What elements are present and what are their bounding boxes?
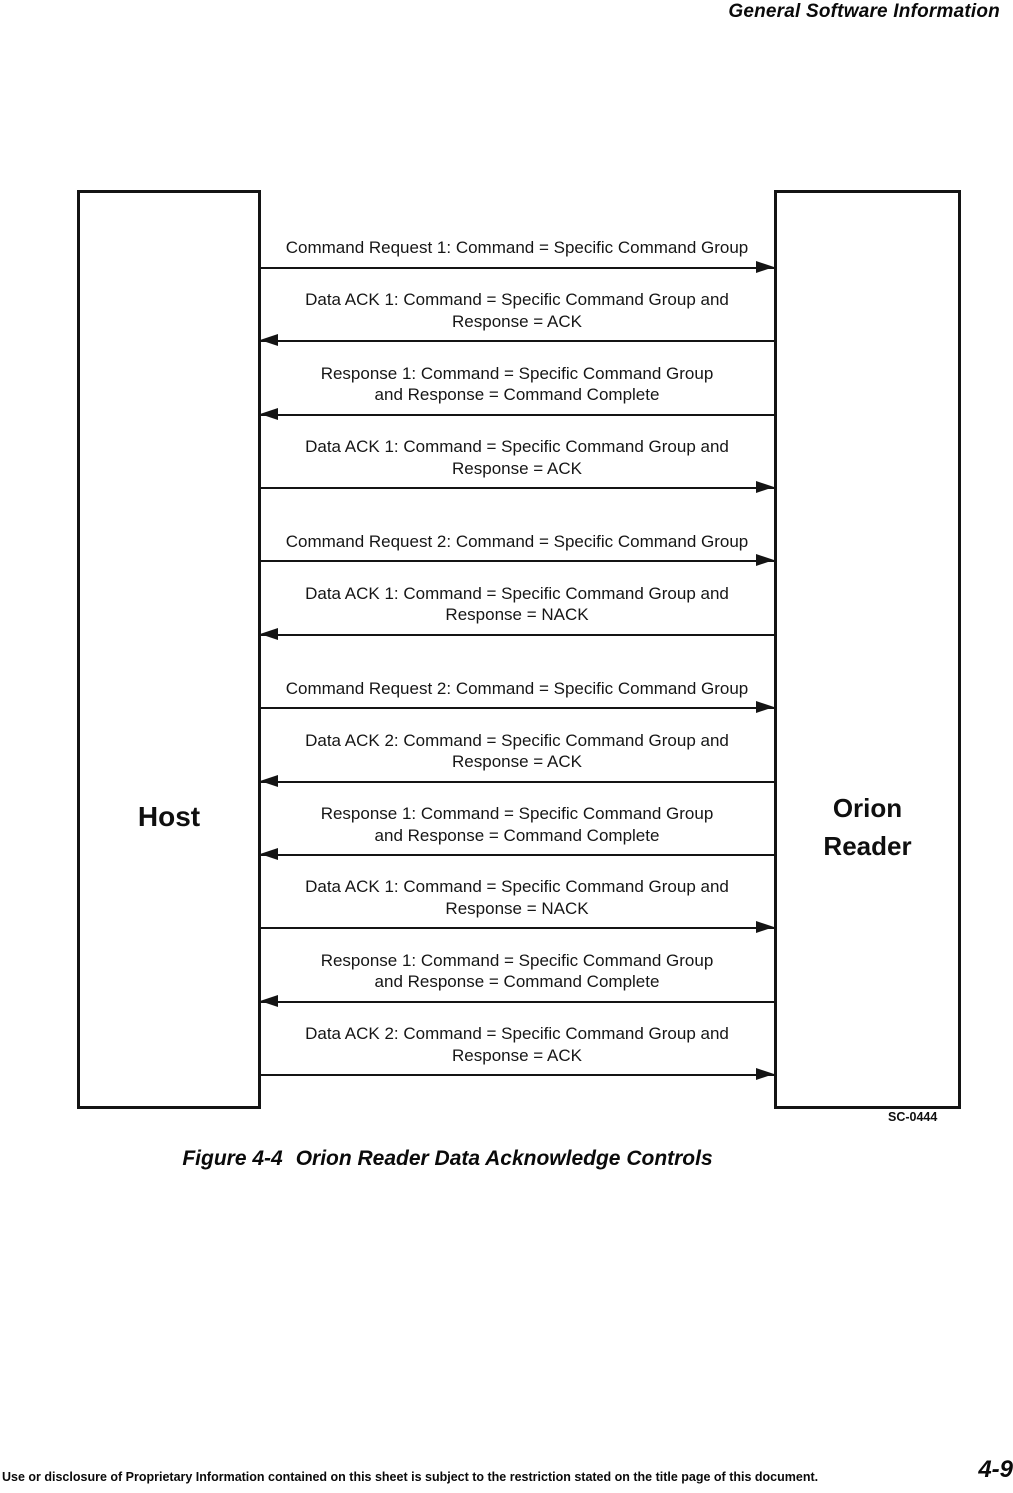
message-label: Data ACK 1: Command = Specific Command G…: [260, 876, 774, 919]
message-row: Data ACK 1: Command = Specific Command G…: [260, 269, 774, 347]
arrow-right-icon: [260, 1068, 774, 1081]
message-label-line: Data ACK 1: Command = Specific Command G…: [305, 290, 729, 310]
footer-page-number: 4-9: [978, 1456, 1013, 1483]
arrow-left-icon: [260, 774, 774, 787]
message-row: Command Request 2: Command = Specific Co…: [260, 636, 774, 714]
message-label-line: Response = ACK: [452, 311, 582, 331]
message-label: Command Request 2: Command = Specific Co…: [260, 531, 774, 553]
arrow-right-icon: [260, 260, 774, 273]
figure-caption-label: Figure 4-4: [182, 1147, 283, 1170]
message-label-line: Response 1: Command = Specific Command G…: [320, 363, 714, 383]
message-label-line: Response = NACK: [445, 898, 589, 918]
drawing-number: SC-0444: [888, 1110, 938, 1124]
message-row: Data ACK 1: Command = Specific Command G…: [260, 856, 774, 934]
message-label-line: Response 1: Command = Specific Command G…: [320, 804, 714, 824]
messages-column: Command Request 1: Command = Specific Co…: [260, 190, 774, 1081]
message-label: Data ACK 1: Command = Specific Command G…: [260, 289, 774, 332]
message-row: Response 1: Command = Specific Command G…: [260, 929, 774, 1007]
arrow-left-icon: [260, 407, 774, 420]
message-label-line: Data ACK 1: Command = Specific Command G…: [305, 877, 729, 897]
host-box-label: Host: [137, 801, 201, 832]
message-label: Data ACK 2: Command = Specific Command G…: [260, 730, 774, 773]
message-label-line: Response = ACK: [452, 458, 582, 478]
message-row: Response 1: Command = Specific Command G…: [260, 342, 774, 420]
message-label-line: Response = NACK: [445, 605, 589, 625]
message-label: Data ACK 1: Command = Specific Command G…: [260, 583, 774, 626]
message-label-line: and Response = Command Complete: [374, 385, 660, 405]
arrow-left-icon: [260, 334, 774, 347]
message-row: Data ACK 2: Command = Specific Command G…: [260, 1003, 774, 1081]
message-row: Data ACK 1: Command = Specific Command G…: [260, 562, 774, 640]
message-label: Command Request 1: Command = Specific Co…: [260, 237, 774, 259]
message-label-line: Response = ACK: [452, 752, 582, 772]
message-label: Command Request 2: Command = Specific Co…: [260, 678, 774, 700]
arrow-left-icon: [260, 627, 774, 640]
message-label: Data ACK 1: Command = Specific Command G…: [260, 436, 774, 479]
arrow-right-icon: [260, 554, 774, 567]
message-label-line: Data ACK 1: Command = Specific Command G…: [305, 437, 729, 457]
message-label-line: and Response = Command Complete: [374, 825, 660, 845]
message-row: Command Request 2: Command = Specific Co…: [260, 489, 774, 567]
figure-caption-title: Orion Reader Data Acknowledge Controls: [295, 1147, 713, 1170]
arrow-right-icon: [260, 701, 774, 714]
arrow-left-icon: [260, 848, 774, 861]
message-label-line: Response 1: Command = Specific Command G…: [320, 950, 714, 970]
arrow-right-icon: [260, 921, 774, 934]
message-label-line: Data ACK 1: Command = Specific Command G…: [305, 583, 729, 603]
message-row: Command Request 1: Command = Specific Co…: [260, 196, 774, 273]
message-label: Response 1: Command = Specific Command G…: [260, 950, 774, 993]
message-row: Data ACK 1: Command = Specific Command G…: [260, 416, 774, 494]
message-label-line: and Response = Command Complete: [374, 972, 660, 992]
arrow-left-icon: [260, 994, 774, 1007]
message-label-line: Command Request 2: Command = Specific Co…: [285, 531, 749, 551]
message-label-line: Response = ACK: [452, 1045, 582, 1065]
message-label-line: Command Request 1: Command = Specific Co…: [285, 238, 749, 258]
message-label: Data ACK 2: Command = Specific Command G…: [260, 1023, 774, 1066]
footer-proprietary-notice: Use or disclosure of Proprietary Informa…: [2, 1470, 819, 1484]
host-box: Host: [77, 190, 261, 1109]
figure-caption: Figure 4-4 Orion Reader Data Acknowledge …: [0, 1147, 895, 1171]
arrow-right-icon: [260, 481, 774, 494]
orion-reader-box-label: Orion Reader: [777, 789, 958, 865]
orion-reader-label-line1: Orion: [832, 793, 903, 823]
message-label-line: Command Request 2: Command = Specific Co…: [285, 678, 749, 698]
message-row: Data ACK 2: Command = Specific Command G…: [260, 709, 774, 787]
page-header-title: General Software Information: [728, 1, 1000, 22]
message-label-line: Data ACK 2: Command = Specific Command G…: [305, 730, 729, 750]
message-label-line: Data ACK 2: Command = Specific Command G…: [305, 1024, 729, 1044]
message-row: Response 1: Command = Specific Command G…: [260, 783, 774, 861]
orion-reader-box: Orion Reader: [774, 190, 961, 1109]
orion-reader-label-line2: Reader: [823, 831, 912, 861]
message-label: Response 1: Command = Specific Command G…: [260, 803, 774, 846]
message-label: Response 1: Command = Specific Command G…: [260, 363, 774, 406]
